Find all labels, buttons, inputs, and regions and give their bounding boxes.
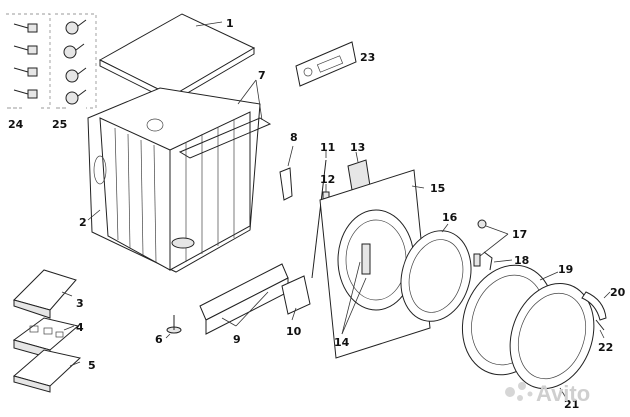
label-23: 23 (360, 51, 375, 64)
label-22: 22 (598, 341, 613, 354)
part-8-bracket (279, 145, 294, 201)
label-5: 5 (88, 359, 96, 372)
part-11-rod (311, 150, 327, 279)
avito-logo-icon (505, 382, 533, 401)
lead-7b (255, 79, 263, 121)
part-20-door-handle (581, 291, 611, 321)
watermark: Avito (505, 381, 590, 406)
part-9-bottom-panel (199, 263, 289, 335)
label-14: 14 (334, 336, 350, 349)
label-21: 21 (564, 398, 579, 411)
label-12: 12 (320, 173, 335, 186)
label-8: 8 (290, 131, 298, 144)
watermark-text: Avito (536, 381, 590, 406)
lead-7a (237, 79, 257, 105)
label-10: 10 (286, 325, 302, 338)
label-24: 24 (8, 118, 24, 131)
label-2: 2 (79, 216, 87, 229)
part-16-door-seal-ring (400, 223, 472, 322)
label-6: 6 (155, 333, 163, 346)
part-23-control-panel (295, 41, 357, 87)
part-17-fixing-clips (473, 219, 509, 267)
part-5-board-housing (12, 349, 82, 393)
label-13: 13 (350, 141, 365, 154)
part-21-door-inner-frame (509, 282, 595, 399)
label-9: 9 (233, 333, 241, 346)
part-13-door-lock (347, 151, 371, 191)
label-19: 19 (558, 263, 573, 276)
label-3: 3 (76, 297, 84, 310)
label-25: 25 (52, 118, 67, 131)
part-22-handle-pin (595, 319, 605, 339)
label-11: 11 (320, 141, 335, 154)
label-1: 1 (226, 17, 234, 30)
part-10-service-hatch (281, 275, 311, 321)
part-6-foot (165, 315, 182, 339)
label-17: 17 (512, 228, 527, 241)
label-16: 16 (442, 211, 458, 224)
label-7: 7 (258, 69, 266, 82)
part-25-clip-kit (55, 13, 97, 109)
part-14-hinge (341, 243, 371, 335)
label-20: 20 (610, 286, 626, 299)
part-3-dispenser-cover (13, 269, 77, 319)
part-18-door-bracket (483, 251, 513, 271)
label-15: 15 (430, 182, 445, 195)
label-4: 4 (76, 321, 84, 334)
label-18: 18 (514, 254, 529, 267)
part-1-top-cover (98, 13, 256, 103)
part-24-screw-kit (6, 13, 51, 109)
part-2-cabinet (87, 87, 272, 273)
